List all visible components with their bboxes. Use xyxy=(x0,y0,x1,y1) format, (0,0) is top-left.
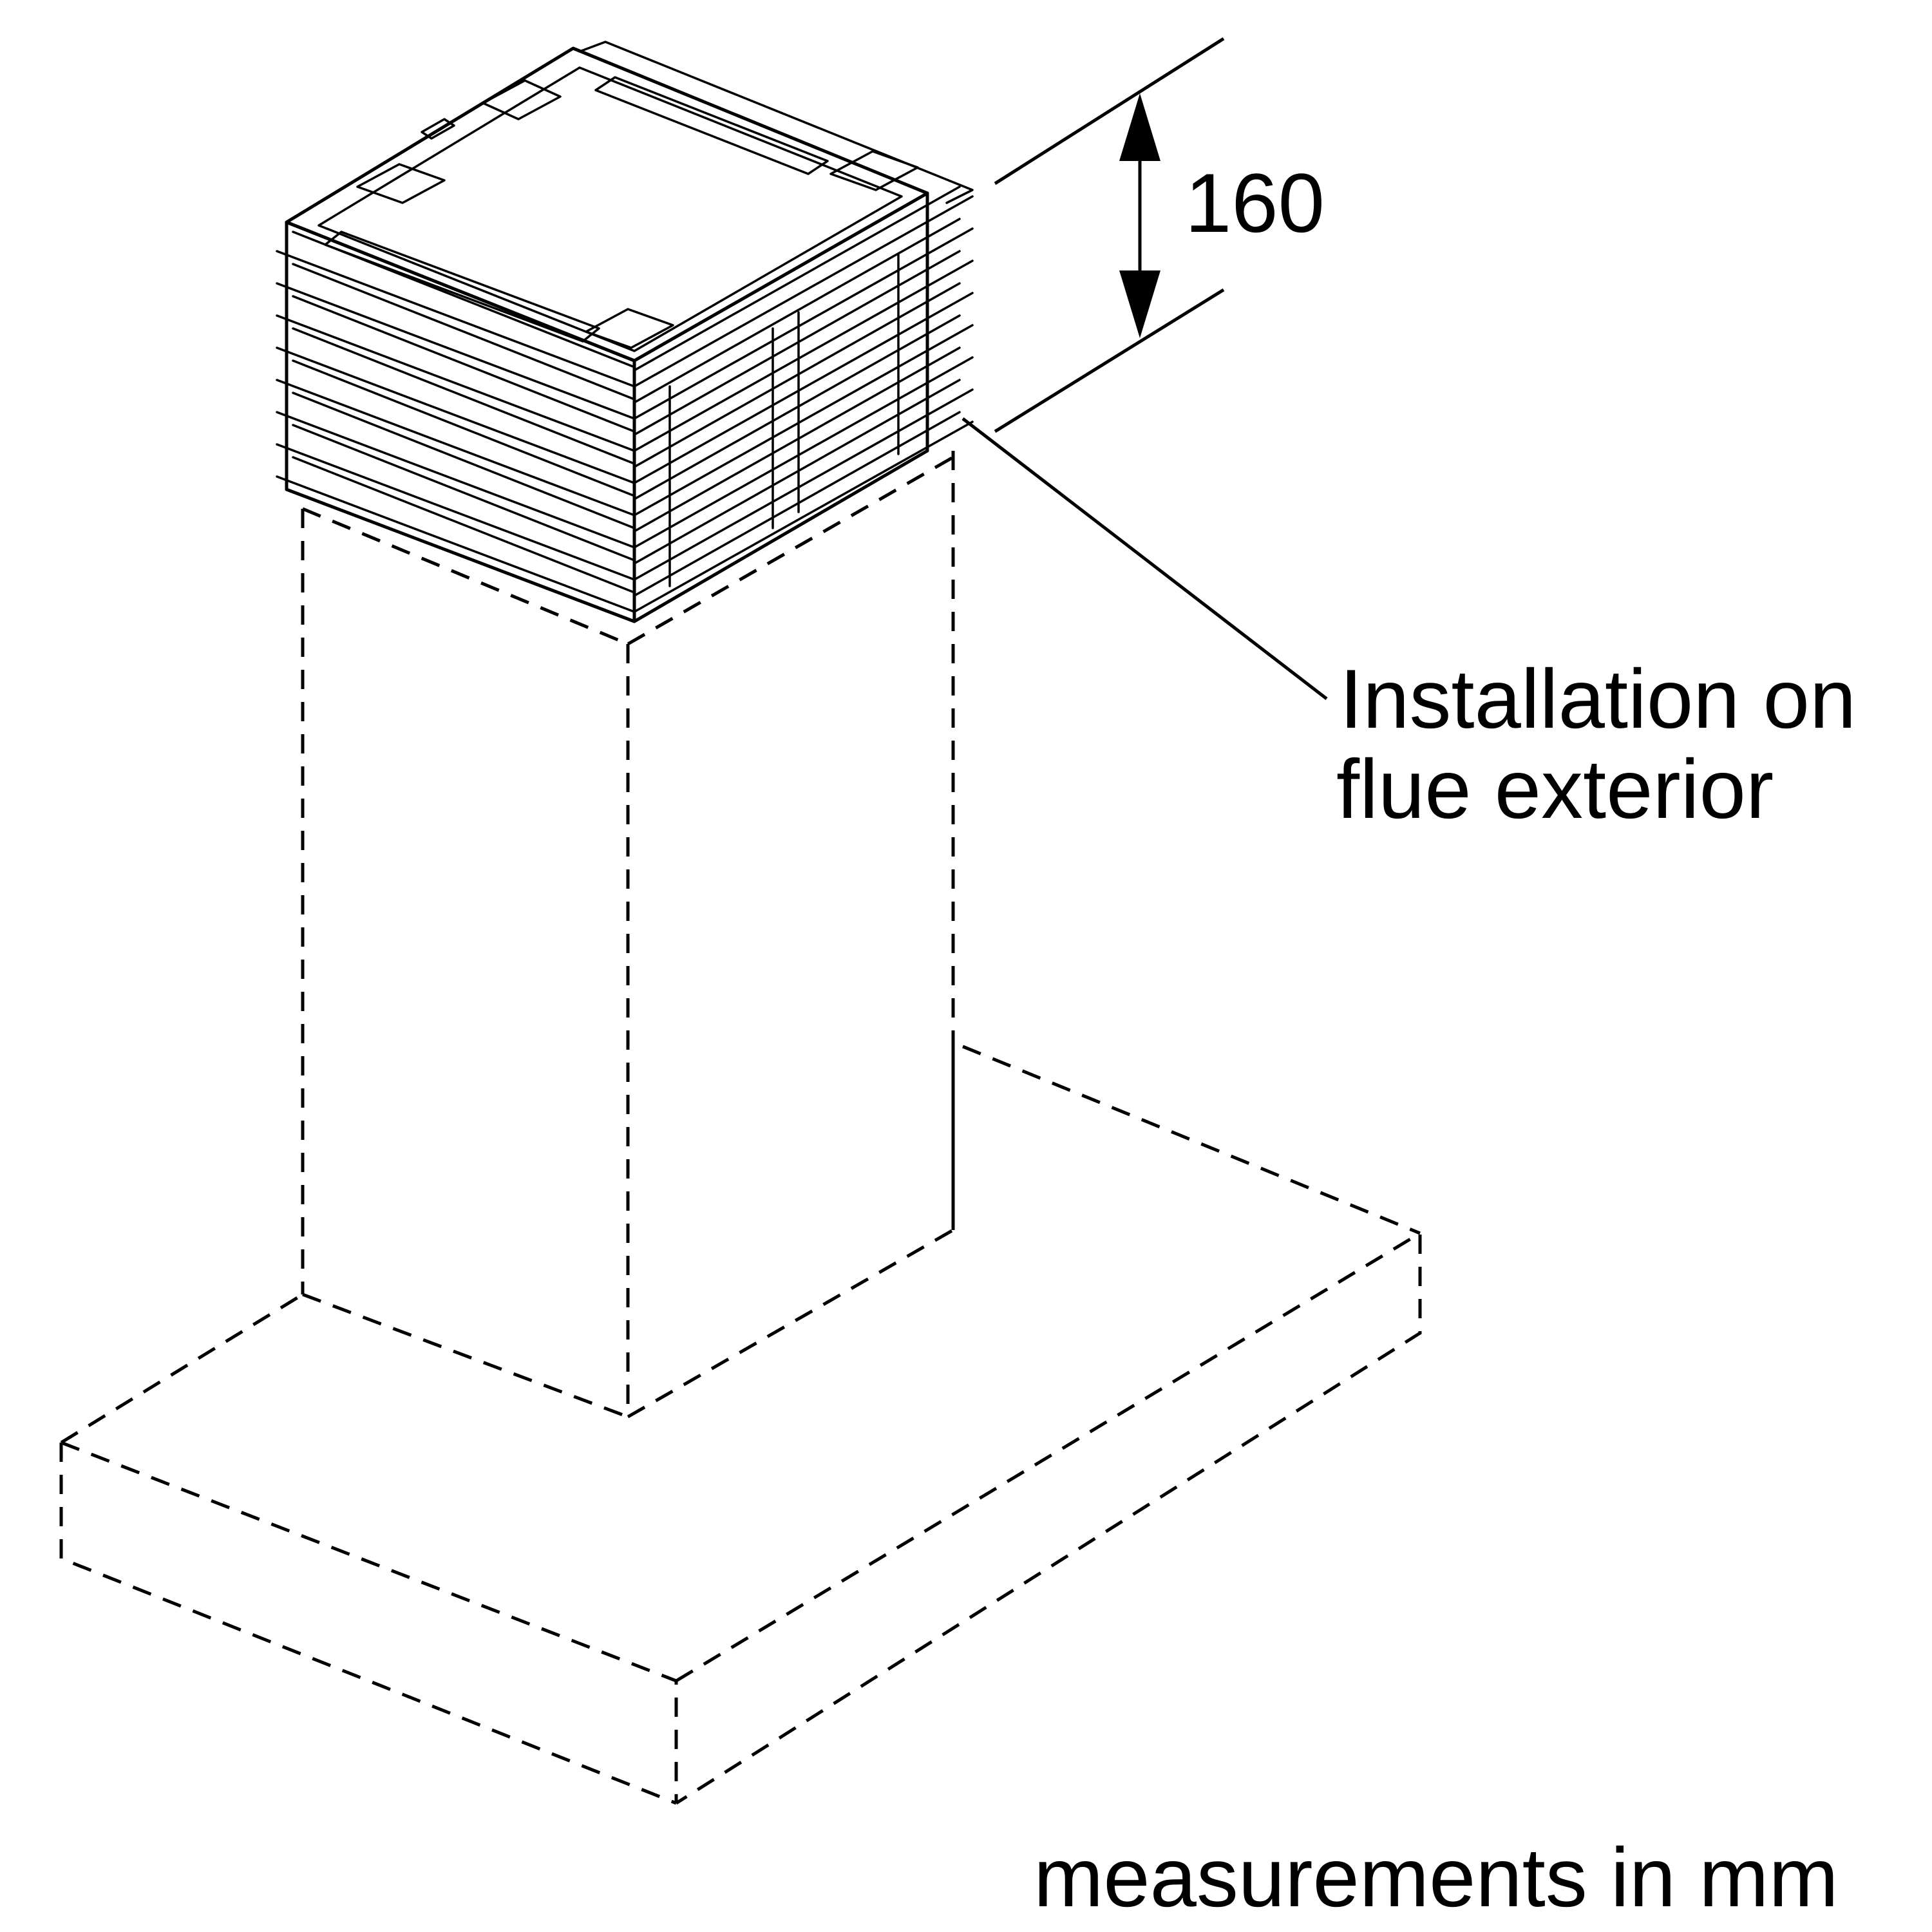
units-note: measurements in mm xyxy=(1034,1830,1839,1924)
callout-line-2: flue exterior xyxy=(1336,742,1774,836)
dimension-value: 160 xyxy=(1185,156,1325,250)
arrow-down-icon xyxy=(1119,270,1160,338)
callout-line-1: Installation on xyxy=(1340,652,1856,746)
filter-module xyxy=(276,41,974,623)
hood-outline xyxy=(59,451,1422,1805)
arrow-up-icon xyxy=(1119,93,1160,161)
callout-leader xyxy=(961,417,1328,700)
filter-top-face xyxy=(285,41,974,363)
dimension-160: 160 xyxy=(994,37,1325,433)
filter-right-louvres xyxy=(632,185,974,623)
